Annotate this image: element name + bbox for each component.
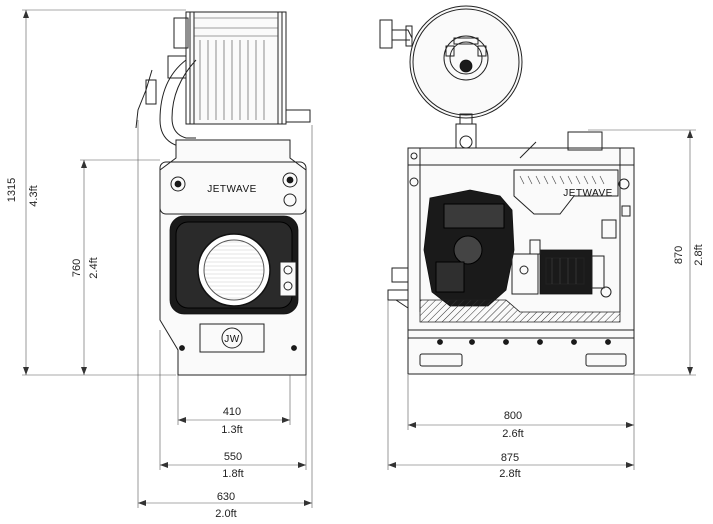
badge-front: JW [224, 334, 240, 345]
dim-760-ft: 2.4ft [88, 257, 100, 278]
pump-side [511, 239, 612, 298]
dim-1315-ft: 4.3ft [28, 185, 40, 206]
hose-reel-side [379, 5, 523, 157]
dim-870-ft: 2.8ft [693, 244, 705, 265]
dim-550-mm: 550 [224, 451, 242, 463]
side-view: JETWAVE [379, 5, 635, 375]
dim-875-mm: 875 [501, 452, 519, 464]
dim-800-ft: 2.6ft [502, 428, 523, 440]
hose-pipe [159, 59, 197, 147]
side-frame: JETWAVE [387, 131, 635, 375]
dim-410-ft: 1.3ft [221, 424, 242, 436]
hose-reel-front [167, 11, 311, 125]
base-plate [419, 299, 621, 323]
front-view: JETWAVE JW [135, 11, 311, 376]
dim-870-mm: 870 [673, 246, 685, 264]
front-body: JETWAVE JW [159, 139, 307, 376]
brand-logo-side: JETWAVE [563, 188, 613, 199]
dim-760-mm: 760 [71, 259, 83, 277]
dim-630-ft: 2.0ft [215, 508, 236, 520]
side-dimensions: 870 2.8ft 800 2.6ft 875 2.8ft [387, 129, 705, 480]
dim-800-mm: 800 [504, 410, 522, 422]
dim-550-ft: 1.8ft [222, 468, 243, 480]
dim-875-ft: 2.8ft [499, 468, 520, 480]
front-dimensions: 1315 4.3ft 760 2.4ft 410 1.3ft 550 1.8ft… [6, 9, 313, 520]
dim-1315-mm: 1315 [6, 178, 18, 202]
dim-410-mm: 410 [223, 406, 241, 418]
dim-630-mm: 630 [217, 491, 235, 503]
brand-logo-front: JETWAVE [207, 184, 257, 195]
